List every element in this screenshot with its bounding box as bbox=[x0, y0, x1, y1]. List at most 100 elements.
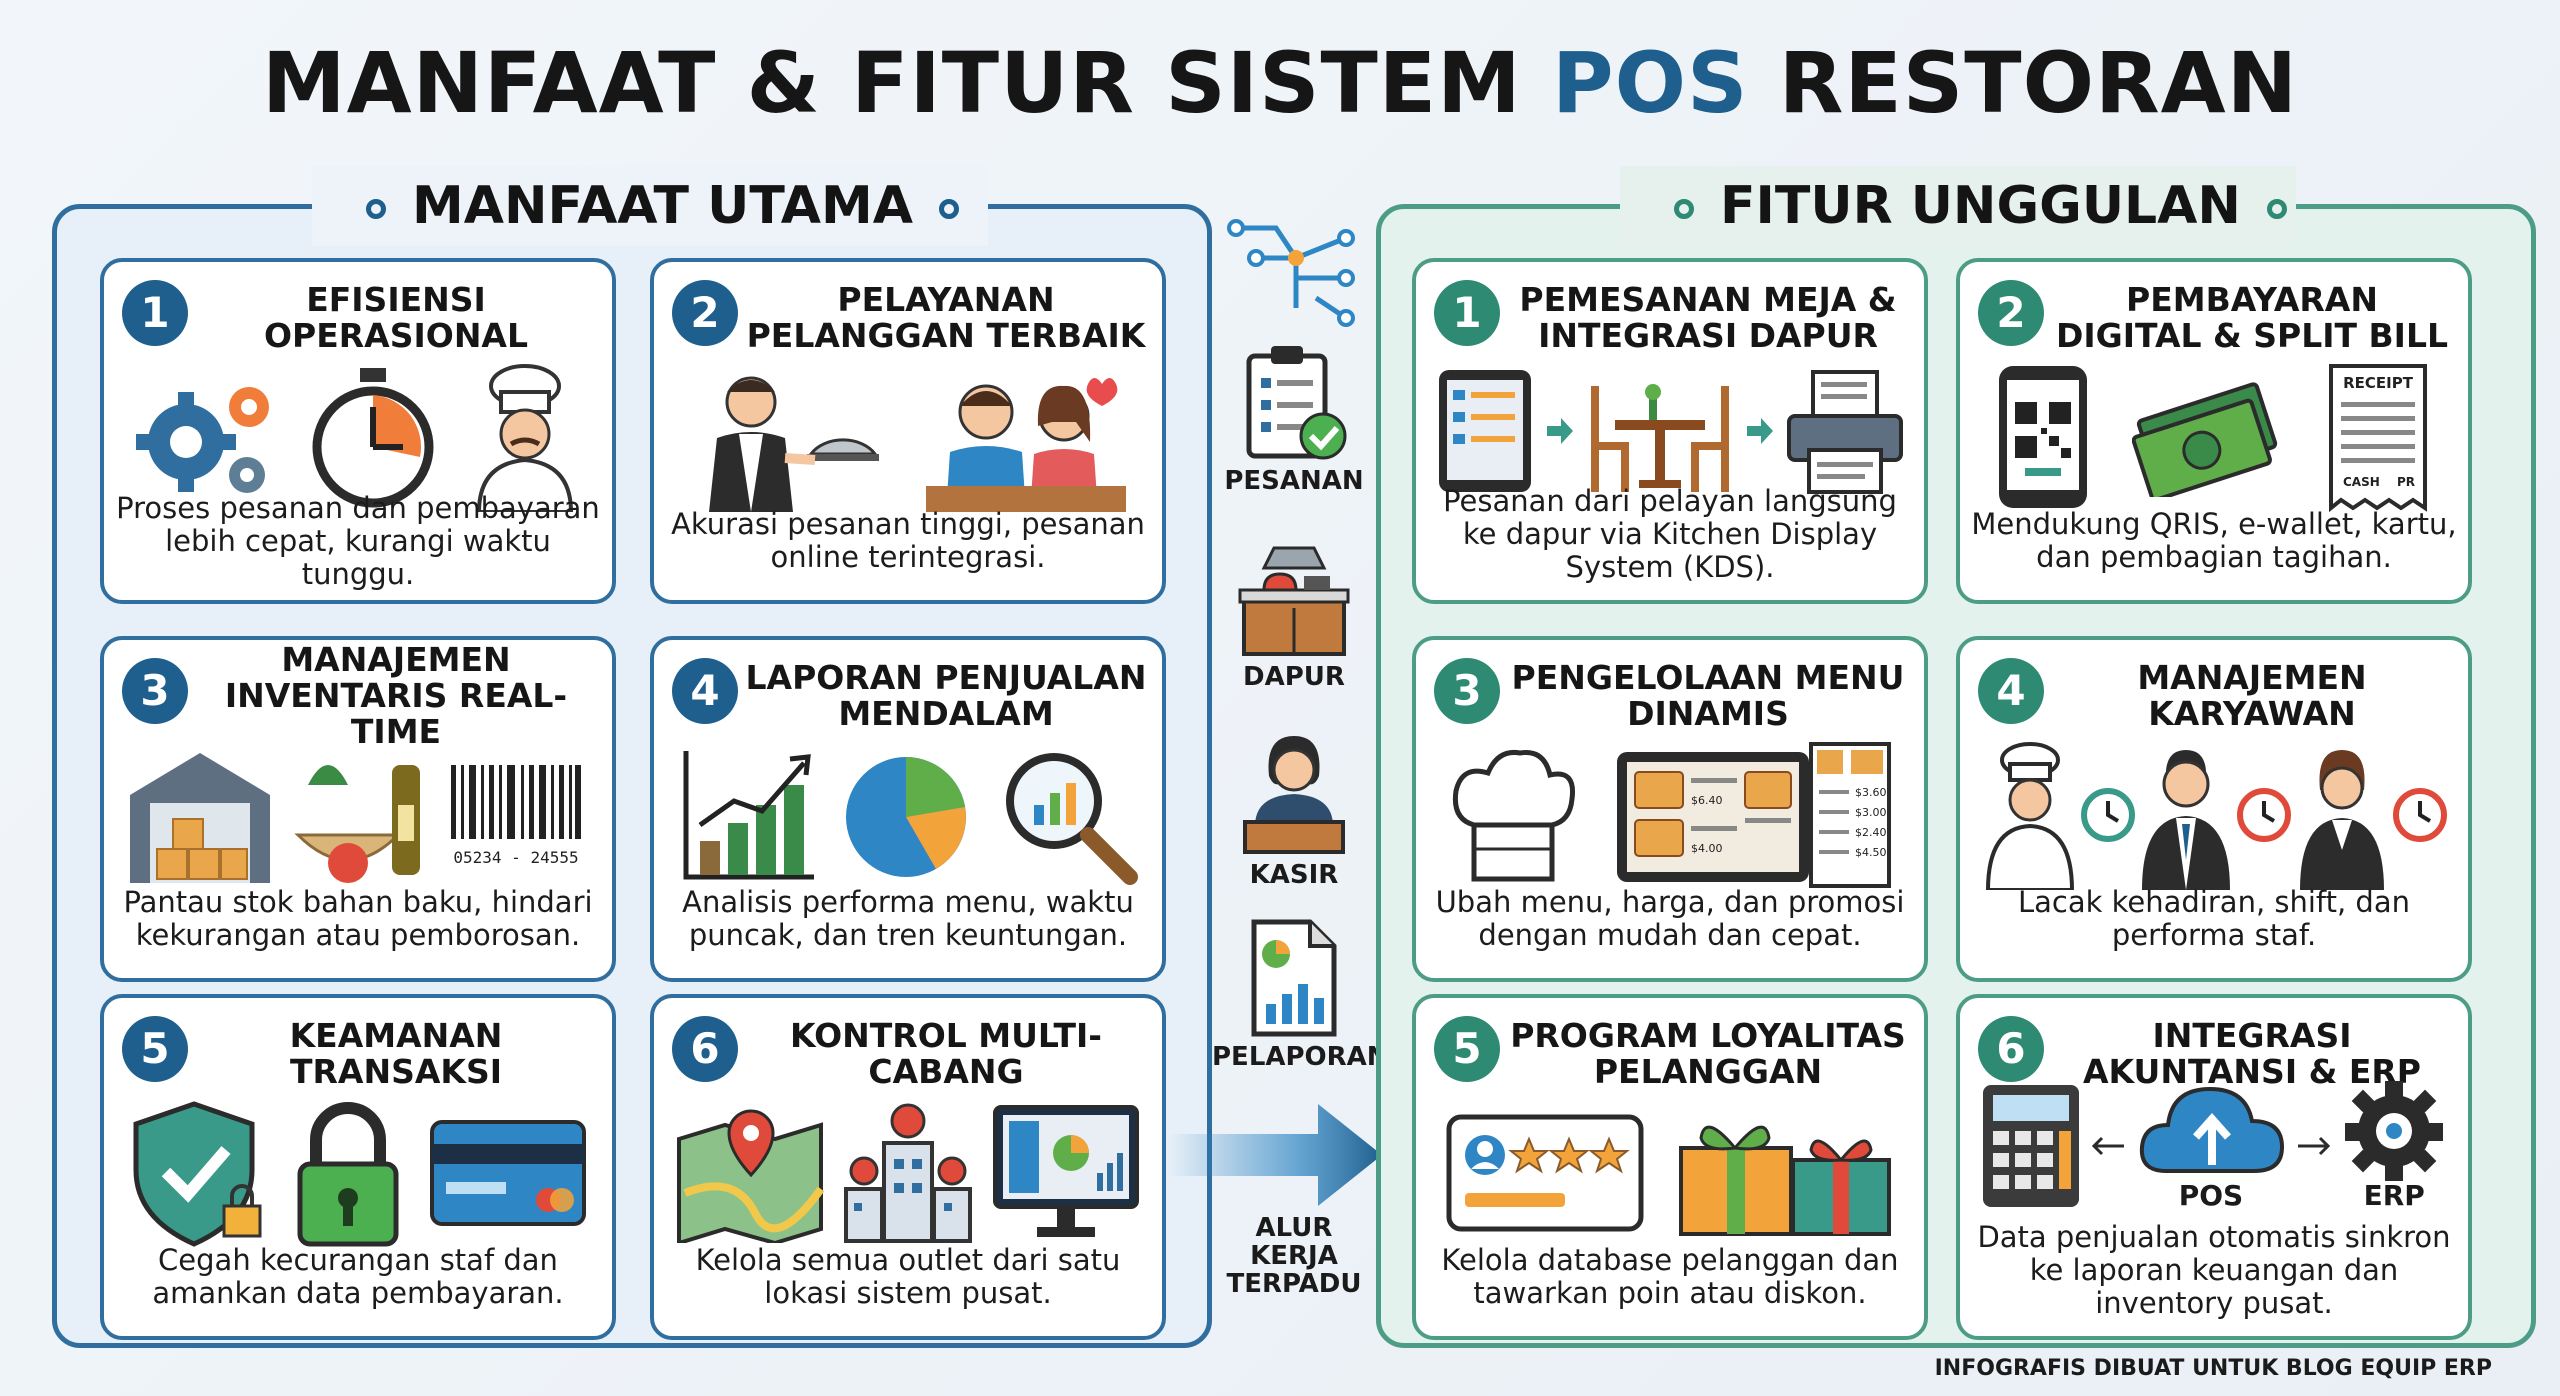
menu-price: $3.00 bbox=[1855, 806, 1887, 819]
card-title: KONTROL MULTI-CABANG bbox=[790, 1016, 1102, 1091]
card-description: Cegah kecurangan staf dan amankan data p… bbox=[152, 1243, 564, 1310]
feature-card-table-ordering: 1 PEMESANAN MEJA & INTEGRASI DAPUR Pesan… bbox=[1412, 258, 1928, 604]
card-title: EFISIENSI OPERASIONAL bbox=[263, 280, 529, 355]
flow-step-kasir: KASIR bbox=[1212, 726, 1376, 890]
menu-price: $4.50 bbox=[1855, 846, 1887, 859]
cash-icon bbox=[2131, 382, 2278, 497]
page-title: MANFAAT & FITUR SISTEM POS RESTORAN bbox=[0, 34, 2560, 132]
card-description: Lacak kehadiran, shift, dan performa sta… bbox=[2018, 885, 2410, 952]
benefit-card-service: 2 PELAYANAN PELANGGAN TERBAIK Akurasi pe… bbox=[650, 258, 1166, 604]
card-number: 3 bbox=[1434, 658, 1500, 724]
card-description: Kelola semua outlet dari satu lokasi sis… bbox=[695, 1243, 1121, 1310]
pos-label: POS bbox=[2178, 1178, 2244, 1212]
clock-icon bbox=[2237, 788, 2291, 842]
flow-step-pelaporan: PELAPORAN bbox=[1212, 918, 1389, 1072]
feature-card-accounting: 6 INTEGRASI AKUNTANSI & ERP POS ERP Data… bbox=[1956, 994, 2472, 1340]
card-number: 4 bbox=[1978, 658, 2044, 724]
card-number: 2 bbox=[672, 280, 738, 346]
erp-label: ERP bbox=[2363, 1178, 2425, 1212]
report-icon bbox=[1251, 919, 1337, 1037]
sync-arrows-icon bbox=[2092, 1136, 2125, 1156]
card-title: MANAJEMEN KARYAWAN bbox=[2137, 658, 2367, 733]
flow-label: DAPUR bbox=[1243, 662, 1345, 692]
benefit-card-inventory: 3 MANAJEMEN INVENTARIS REAL-TIME 05234 -… bbox=[100, 636, 616, 982]
clock-icon bbox=[2393, 788, 2447, 842]
menu-price: $6.40 bbox=[1691, 794, 1723, 807]
map-icon bbox=[676, 1109, 824, 1243]
card-title: INTEGRASI AKUNTANSI & ERP bbox=[2083, 1016, 2421, 1091]
card-description: Kelola database pelanggan dan tawarkan p… bbox=[1441, 1243, 1899, 1310]
calculator-icon bbox=[1982, 1085, 2079, 1207]
printer-icon bbox=[1787, 370, 1903, 494]
benefits-heading-text: MANFAAT UTAMA bbox=[412, 176, 913, 236]
card-number: 4 bbox=[672, 658, 738, 724]
dashboard-monitor-icon bbox=[993, 1105, 1140, 1237]
pos-cloud: POS bbox=[2136, 1081, 2286, 1212]
card-number: 5 bbox=[122, 1016, 188, 1082]
sync-arrows-icon bbox=[2297, 1136, 2330, 1156]
table-chairs-icon bbox=[1591, 384, 1729, 492]
footer-credit: INFOGRAFIS DIBUAT UNTUK BLOG EQUIP ERP bbox=[1934, 1356, 2492, 1381]
title-suffix: RESTORAN bbox=[1748, 34, 2298, 132]
receipt-title: RECEIPT bbox=[2343, 374, 2414, 392]
card-number: 6 bbox=[1978, 1016, 2044, 1082]
card-description: Analisis performa menu, waktu puncak, da… bbox=[682, 885, 1134, 952]
card-title: PROGRAM LOYALITAS PELANGGAN bbox=[1510, 1016, 1906, 1091]
feature-card-staff: 4 MANAJEMEN KARYAWAN Lacak kehadiran, sh… bbox=[1956, 636, 2472, 982]
benefits-heading: MANFAAT UTAMA bbox=[312, 166, 988, 246]
happy-customers-icon bbox=[925, 378, 1126, 512]
flow-step-dapur: DAPUR bbox=[1212, 538, 1376, 692]
stopwatch-icon bbox=[312, 368, 434, 508]
menu-tablet-icon: $6.40 $4.00 $3.60 $3.00 $2.40 $4.50 bbox=[1616, 742, 1891, 888]
features-heading: FITUR UNGGULAN bbox=[1620, 166, 2296, 246]
benefit-card-security: 5 KEAMANAN TRANSAKSI Cegah kecurangan st… bbox=[100, 994, 616, 1340]
receipt-pr: PR bbox=[2397, 475, 2415, 489]
menu-price: $4.00 bbox=[1691, 842, 1723, 855]
card-title: MANAJEMEN INVENTARIS REAL-TIME bbox=[224, 640, 568, 751]
waiter-icon bbox=[708, 376, 879, 512]
benefit-card-reports: 4 LAPORAN PENJUALAN MENDALAM Analisis pe… bbox=[650, 636, 1166, 982]
flow-label: PESANAN bbox=[1224, 466, 1364, 496]
title-prefix: MANFAAT & FITUR SISTEM bbox=[261, 34, 1552, 132]
card-description: Mendukung QRIS, e-wallet, kartu, dan pem… bbox=[1971, 507, 2457, 574]
gift-icon bbox=[1679, 1125, 1891, 1236]
heading-dot-icon bbox=[2266, 199, 2287, 219]
card-title: PEMESANAN MEJA & INTEGRASI DAPUR bbox=[1519, 280, 1897, 355]
barcode-icon: 05234 - 24555 bbox=[451, 765, 582, 867]
workflow-column: PESANAN DAPUR KASIR PELAPORAN bbox=[1168, 200, 1389, 1340]
card-description: Pesanan dari pelayan langsung ke dapur v… bbox=[1443, 483, 1897, 584]
card-description: Proses pesanan dan pembayaran lebih cepa… bbox=[116, 490, 600, 591]
heading-dot-icon bbox=[938, 199, 959, 219]
clipboard-check-icon bbox=[1246, 346, 1347, 460]
card-title: KEAMANAN TRANSAKSI bbox=[289, 1016, 503, 1091]
shield-icon bbox=[133, 1101, 262, 1247]
branches-icon bbox=[843, 1103, 972, 1243]
chef-hat-icon bbox=[1452, 749, 1575, 882]
magnifier-icon bbox=[1006, 753, 1138, 885]
staff-manager-icon bbox=[2142, 750, 2230, 890]
clock-icon bbox=[2081, 788, 2135, 842]
erp-gear-icon bbox=[2345, 1080, 2444, 1181]
padlock-icon bbox=[297, 1102, 399, 1247]
heading-dot-icon bbox=[1674, 199, 1694, 219]
card-number: 1 bbox=[122, 280, 188, 346]
flow-step-pesanan: PESANAN bbox=[1212, 342, 1376, 496]
card-number: 1 bbox=[1434, 280, 1500, 346]
benefit-card-multibranch: 6 KONTROL MULTI-CABANG Kelola semua outl… bbox=[650, 994, 1166, 1340]
credit-card-icon bbox=[430, 1120, 586, 1226]
arrow-right-icon bbox=[1547, 418, 1573, 444]
card-description: Ubah menu, harga, dan promosi dengan mud… bbox=[1435, 885, 1905, 952]
card-number: 5 bbox=[1434, 1016, 1500, 1082]
card-description: Data penjualan otomatis sinkron ke lapor… bbox=[1977, 1219, 2451, 1320]
arrow-right-icon bbox=[1747, 418, 1773, 444]
flow-label: KASIR bbox=[1249, 860, 1339, 890]
feature-card-menu: 3 PENGELOLAAN MENU DINAMIS $6.40 $4.00 $… bbox=[1412, 636, 1928, 982]
groceries-icon bbox=[294, 765, 420, 883]
circuit-icon bbox=[1227, 219, 1355, 327]
card-title: PELAYANAN PELANGGAN TERBAIK bbox=[746, 280, 1146, 355]
chef-icon bbox=[476, 364, 573, 512]
flow-arrow-label: ALUR KERJA TERPADU bbox=[1226, 1213, 1362, 1299]
heading-dot-icon bbox=[366, 199, 386, 219]
erp-gear: ERP bbox=[2339, 1080, 2449, 1212]
card-number: 6 bbox=[672, 1016, 738, 1082]
